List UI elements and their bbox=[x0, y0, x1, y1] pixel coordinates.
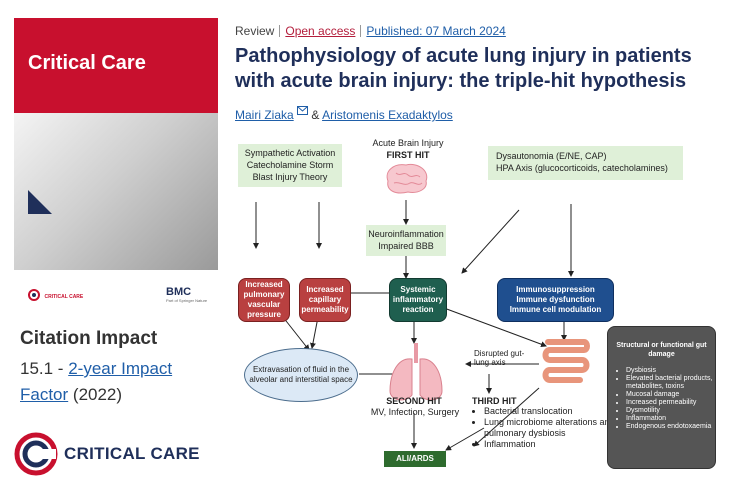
mail-icon[interactable] bbox=[297, 106, 309, 115]
diagram-arrows bbox=[253, 200, 574, 451]
pulmonary-pressure-box: Increased pulmonary vascular pressure bbox=[238, 278, 290, 322]
published-date-link[interactable]: Published: 07 March 2024 bbox=[366, 24, 506, 38]
author-list: Mairi Ziaka & Aristomenis Exadaktylos bbox=[235, 106, 453, 122]
dysautonomia-box: Dysautonomia (E/NE, CAP) HPA Axis (gluco… bbox=[488, 146, 683, 180]
impact-factor-link-2[interactable]: Factor bbox=[20, 385, 69, 404]
bmc-logo[interactable]: BMC Part of Springer Nature bbox=[166, 286, 208, 303]
citation-impact-heading: Citation Impact bbox=[20, 328, 158, 349]
journal-cover[interactable]: Critical Care bbox=[14, 18, 218, 270]
open-access-link[interactable]: Open access bbox=[285, 24, 356, 38]
cover-title: Critical Care bbox=[28, 52, 146, 74]
article-title: Pathophysiology of acute lung injury in … bbox=[235, 45, 692, 92]
article-meta: Review Open access Published: 07 March 202… bbox=[235, 24, 506, 38]
lungs-icon bbox=[389, 343, 443, 401]
triple-hit-diagram[interactable]: Acute Brain Injury FIRST HIT Sympathetic… bbox=[234, 128, 733, 499]
systemic-inflammation-box: Systemic inflammatory reaction bbox=[389, 278, 447, 322]
sympathetic-box: Sympathetic Activation Catecholamine Sto… bbox=[238, 144, 342, 187]
neuroinflammation-box: Neuroinflammation Impaired BBB bbox=[366, 225, 446, 256]
impact-factor-link[interactable]: 2-year Impact bbox=[68, 359, 173, 378]
author-link-2[interactable]: Aristomenis Exadaktylos bbox=[322, 108, 453, 122]
critical-care-brand-name[interactable]: CRITICAL CARE bbox=[64, 444, 200, 463]
impact-factor-line: 15.1 - 2-year Impact bbox=[20, 359, 173, 378]
cover-triangle-icon bbox=[28, 190, 52, 214]
critical-care-logo-icon[interactable] bbox=[14, 432, 58, 476]
second-hit-label: SECOND HIT bbox=[386, 396, 442, 406]
first-hit-label: FIRST HIT bbox=[386, 150, 430, 160]
gut-lung-axis-label: Disrupted gut-lung axis bbox=[474, 349, 525, 367]
second-hit-detail: MV, Infection, Surgery bbox=[370, 407, 460, 417]
brain-icon bbox=[386, 163, 428, 194]
intestine-icon bbox=[542, 339, 590, 383]
third-hit-list: Bacterial translocation Lung microbiome … bbox=[472, 406, 624, 450]
extravasation-ellipse: Extravasation of fluid in the alveolar a… bbox=[244, 348, 358, 402]
third-hit-label: THIRD HIT bbox=[472, 396, 517, 406]
author-link-1[interactable]: Mairi Ziaka bbox=[235, 108, 294, 122]
critical-care-mini-icon bbox=[28, 289, 40, 301]
article-type: Review bbox=[235, 24, 275, 38]
gut-damage-box: Structural or functional gut damage Dysb… bbox=[607, 326, 716, 469]
capillary-permeability-box: Increased capillary permeability bbox=[299, 278, 351, 322]
ali-ards-box: ALI/ARDS bbox=[384, 451, 446, 467]
cover-red-band bbox=[14, 18, 218, 113]
impact-factor-line-2: Factor (2022) bbox=[20, 385, 123, 404]
small-critical-care-logo[interactable]: CRITICAL CARE bbox=[28, 288, 83, 306]
acute-brain-injury-label: Acute Brain Injury bbox=[372, 138, 444, 148]
